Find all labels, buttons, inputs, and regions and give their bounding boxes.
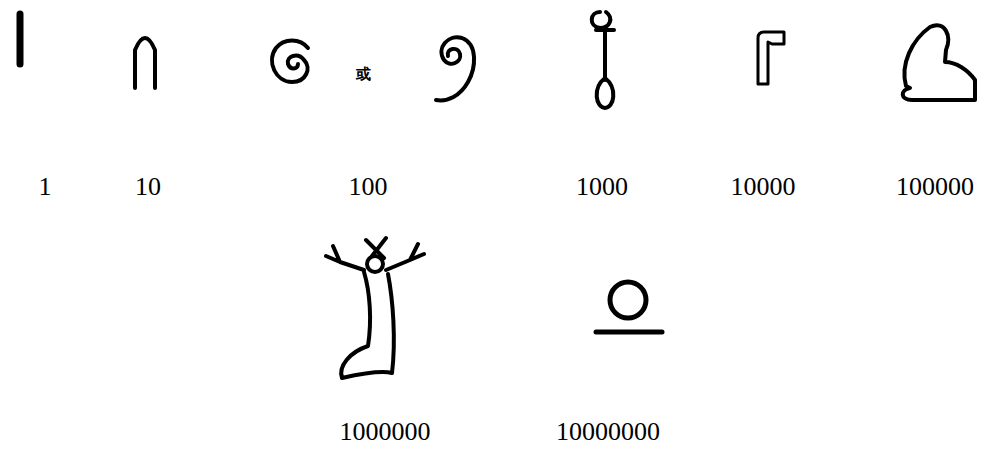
stroke-symbol	[17, 14, 24, 64]
shen-ring-symbol	[596, 282, 662, 332]
heel-bone-symbol	[135, 38, 155, 88]
tadpole-symbol	[903, 25, 975, 100]
value-label: 1000	[576, 173, 628, 202]
coil-symbol	[272, 41, 308, 83]
value-label: 10	[135, 173, 161, 202]
heh-god-symbol	[326, 238, 424, 378]
lotus-symbol	[592, 12, 614, 108]
value-label: 100	[349, 173, 388, 202]
conjunction-label: 或	[356, 66, 371, 83]
value-label: 1	[39, 173, 52, 202]
value-label: 10000000	[556, 418, 660, 447]
value-label: 1000000	[340, 418, 431, 447]
coil-symbol	[436, 37, 474, 100]
finger-symbol	[758, 32, 784, 84]
value-label: 10000	[731, 173, 796, 202]
value-label: 100000	[896, 173, 974, 202]
